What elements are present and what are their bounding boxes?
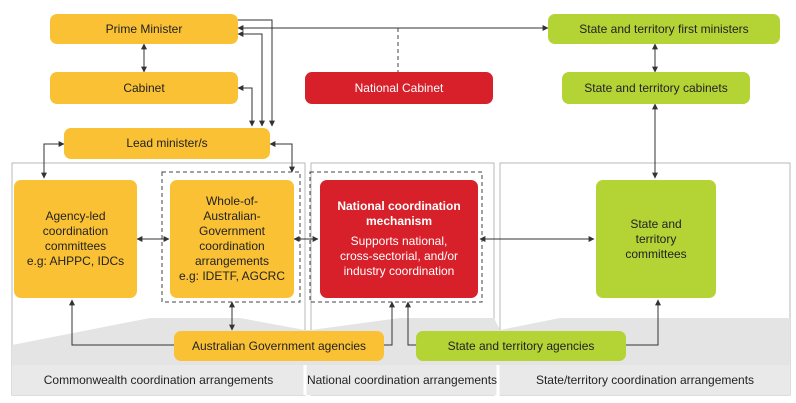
state-cabinets-box: State and territory cabinets — [562, 72, 750, 104]
cabinet-label: Cabinet — [123, 80, 165, 95]
cabinet-box: Cabinet — [50, 72, 238, 104]
prime-minister-box: Prime Minister — [50, 14, 238, 44]
lead-ministers-label: Lead minister/s — [126, 136, 208, 150]
state-committees-line3: committees — [625, 246, 687, 261]
state-cabinets-label: State and territory cabinets — [584, 80, 728, 95]
mechanism-title-line1: National coordination — [337, 199, 461, 213]
agency-led-line3: committees — [44, 239, 107, 253]
state-territory-agencies-box: State and territory agencies — [416, 331, 626, 361]
state-agencies-label: State and territory agencies — [447, 338, 595, 353]
mechanism-desc-line3: industry coordination — [343, 264, 455, 278]
footer-state: State/territory coordination arrangement… — [500, 367, 790, 393]
national-coordination-mechanism-box: National coordination mechanism Supports… — [320, 180, 478, 298]
footer-commonwealth: Commonwealth coordination arrangements — [12, 367, 305, 393]
footer-commonwealth-label: Commonwealth coordination arrangements — [43, 373, 274, 387]
mechanism-title-line2: mechanism — [365, 214, 433, 228]
footer-band — [12, 365, 790, 395]
whole-of-gov-line1: Whole-of- — [205, 194, 258, 208]
agency-led-line1: Agency-led — [45, 209, 106, 223]
state-committees-line1: State and — [630, 216, 682, 231]
state-committees-line2: territory — [635, 231, 677, 246]
footer-national: National coordination arrangements — [306, 367, 498, 393]
whole-of-gov-line5: arrangements — [194, 254, 270, 268]
prime-minister-label: Prime Minister — [105, 21, 183, 36]
agency-led-example: e.g: AHPPC, IDCs — [26, 254, 125, 268]
agency-led-line2: coordination — [42, 224, 109, 238]
whole-of-gov-box: Whole-of- Australian- Government coordin… — [170, 180, 294, 298]
australian-agencies-label: Australian Government agencies — [191, 338, 367, 353]
mechanism-desc-line1: Supports national, — [350, 234, 448, 248]
national-cabinet-label: National Cabinet — [354, 80, 444, 95]
footer-national-label: National coordination arrangements — [306, 373, 498, 387]
whole-of-gov-line3: Government — [198, 224, 266, 238]
whole-of-gov-line4: coordination — [199, 239, 265, 253]
state-committees-box: State and territory committees — [596, 180, 716, 298]
agency-led-committees-box: Agency-led coordination committees e.g: … — [14, 180, 137, 298]
mechanism-desc-line2: cross-sectorial, and/or — [339, 249, 459, 263]
footer-state-label: State/territory coordination arrangement… — [535, 373, 755, 387]
whole-of-gov-line2: Australian- — [203, 209, 261, 223]
whole-of-gov-example: e.g: IDETF, AGCRC — [178, 269, 286, 283]
state-first-ministers-label: State and territory first ministers — [579, 21, 749, 36]
australian-government-agencies-box: Australian Government agencies — [174, 331, 384, 361]
lead-ministers-box: Lead minister/s — [64, 128, 270, 159]
national-cabinet-box: National Cabinet — [305, 72, 493, 104]
state-first-ministers-box: State and territory first ministers — [548, 14, 780, 44]
